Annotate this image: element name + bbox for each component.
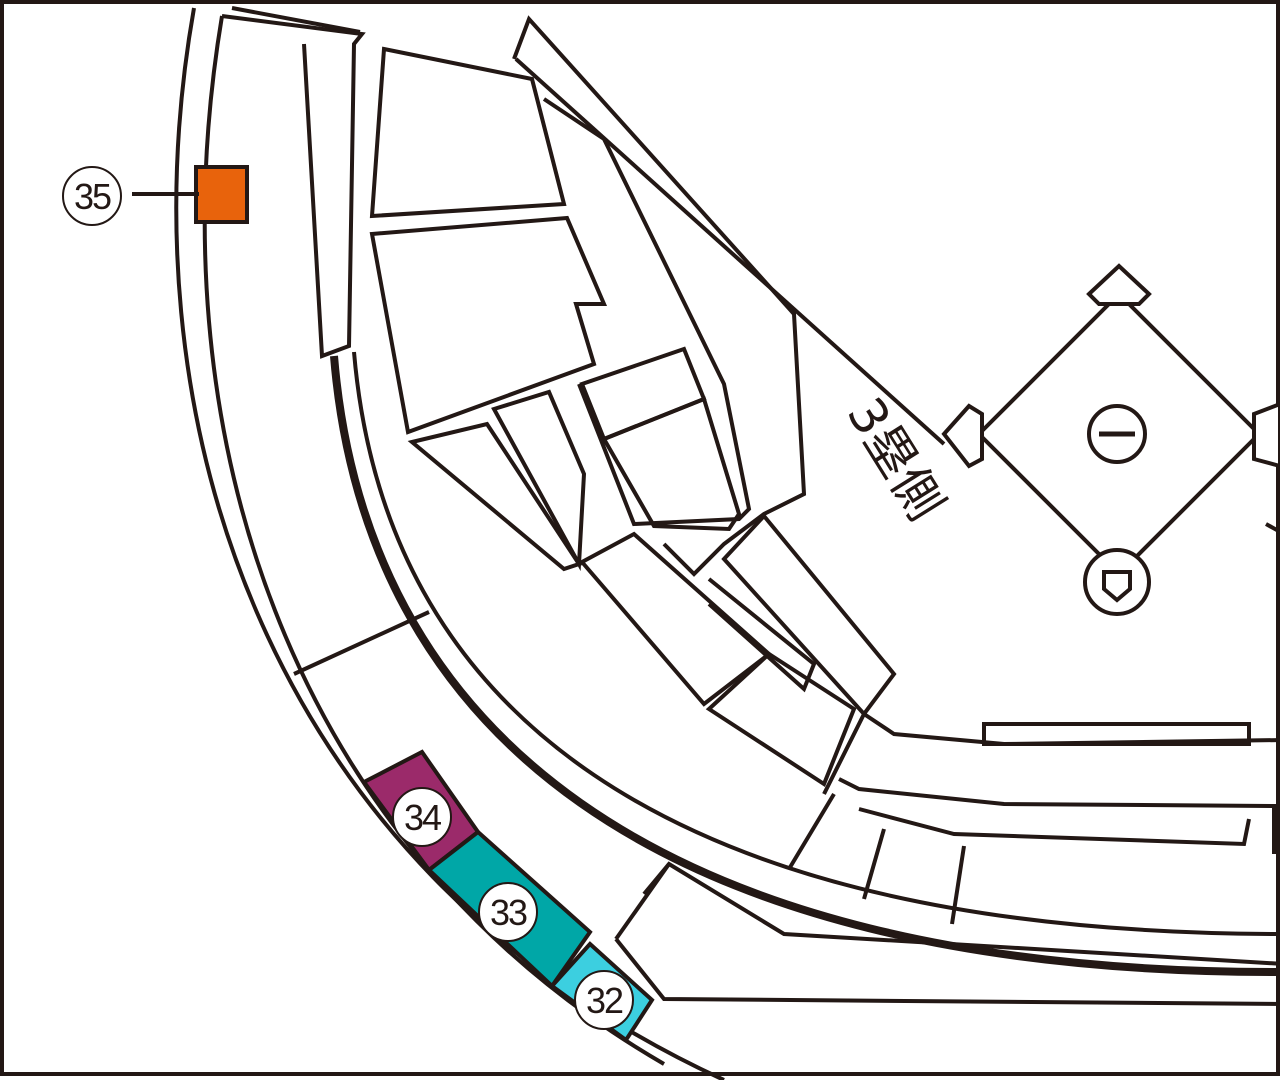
seat-label-32: 32: [586, 980, 623, 1021]
seat-block-c: [407, 421, 583, 572]
lower-stand-edge: [838, 777, 1275, 808]
seat-badge-34[interactable]: 34: [392, 787, 452, 847]
inner-ring-path: [512, 15, 807, 577]
seat-badge-32[interactable]: 32: [574, 970, 634, 1030]
outer-arc-1: [174, 7, 725, 1080]
seat-label-34: 34: [404, 797, 441, 838]
third-base-side-label: 3塁側: [836, 388, 955, 531]
first-base: [1252, 401, 1280, 469]
seat-block-a: [369, 46, 567, 219]
lower-stand-box: [982, 722, 1251, 746]
seat-block-h: [601, 396, 742, 532]
seat-block-f: [705, 651, 857, 788]
lower-corner-block-3: [614, 862, 671, 941]
home-plate-circle: [1083, 548, 1151, 616]
seat-section-35[interactable]: [194, 165, 249, 224]
seat-block-d: [491, 389, 587, 572]
outer-arc-2: [202, 15, 666, 1066]
seat-badge-35[interactable]: 35: [62, 166, 122, 226]
divider-line: [862, 828, 886, 900]
lower-stand-inner: [858, 807, 1251, 847]
upper-stand-block: [221, 14, 366, 359]
field-edge: [862, 712, 1280, 747]
divider-line: [950, 845, 966, 925]
seat-label-33: 33: [490, 892, 527, 933]
seat-block-b: [369, 215, 608, 435]
concourse-path: [542, 97, 752, 527]
inner-arc-thick: [330, 355, 1280, 976]
inner-arc-2: [352, 351, 1280, 936]
divider-line: [293, 610, 430, 676]
divider-line: [787, 792, 836, 871]
home-plate-icon: [1102, 570, 1132, 603]
foul-line-area: [514, 57, 946, 446]
seat-label-35: 35: [74, 176, 111, 217]
walkway-path: [707, 577, 817, 693]
lower-corner-block-2: [614, 937, 1280, 1006]
divider-line: [231, 6, 361, 34]
dugout-path: [721, 512, 897, 718]
stadium-map-drawing: 35 34 33 32 3塁側: [62, 6, 1280, 1080]
divider-line: [822, 713, 866, 795]
second-base: [1086, 263, 1152, 306]
third-base: [941, 403, 984, 469]
seat-badge-33[interactable]: 33: [478, 882, 538, 942]
first-base-line: [1265, 522, 1280, 535]
